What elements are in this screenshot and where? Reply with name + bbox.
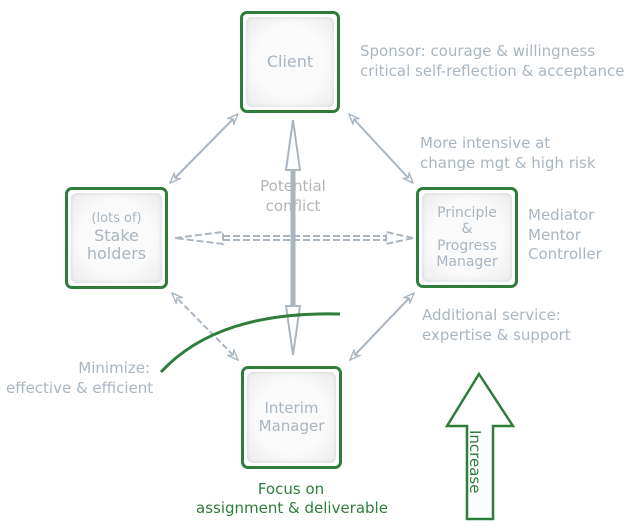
additional-service-annotation: Additional service: expertise & support xyxy=(422,306,571,346)
increase-label: Increase xyxy=(466,430,484,494)
minimize-annotation: Minimize: effective & efficient xyxy=(6,359,154,399)
node-stakeholders-label-3: holders xyxy=(86,244,147,264)
node-client[interactable]: Client xyxy=(240,11,340,113)
additional-line-2: expertise & support xyxy=(422,325,571,344)
node-principle-label-2: & xyxy=(461,221,473,238)
connector-principle-interim xyxy=(350,293,414,360)
connector-stakeholders-interim xyxy=(172,293,238,360)
node-stakeholders[interactable]: (lots of) Stake holders xyxy=(65,187,168,289)
intensive-annotation: More intensive at change mgt & high risk xyxy=(420,134,596,174)
connector-client-principle xyxy=(349,114,413,183)
node-principle-manager[interactable]: Principle & Progress Manager xyxy=(416,187,518,288)
connector-client-interim xyxy=(284,119,302,356)
intensive-line-1: More intensive at xyxy=(420,134,551,152)
minimize-line-2: effective & efficient xyxy=(6,378,154,397)
minimize-curve xyxy=(159,312,341,374)
role-controller: Controller xyxy=(528,245,602,263)
role-mediator: Mediator xyxy=(528,206,595,224)
node-client-label: Client xyxy=(266,51,314,71)
node-principle-label-1: Principle xyxy=(437,205,497,222)
roles-annotation: Mediator Mentor Controller xyxy=(528,206,602,265)
node-interim-label-2: Manager xyxy=(258,416,325,435)
node-interim-label-1: Interim xyxy=(264,399,319,418)
sponsor-line-2: critical self-reflection & acceptance xyxy=(360,61,625,80)
focus-line-2: assignment & deliverable xyxy=(196,498,388,517)
intensive-line-2: change mgt & high risk xyxy=(420,153,596,172)
connector-stakeholders-principle xyxy=(174,230,414,246)
connector-client-stakeholders xyxy=(170,114,238,183)
node-principle-label-4: Manager xyxy=(436,253,498,270)
increase-arrow-icon xyxy=(444,371,516,521)
sponsor-annotation: Sponsor: courage & willingness critical … xyxy=(360,42,625,82)
minimize-line-1: Minimize: xyxy=(78,359,150,377)
sponsor-line-1: Sponsor: courage & willingness xyxy=(360,42,596,60)
focus-annotation: Focus on assignment & deliverable xyxy=(196,480,388,518)
role-mentor: Mentor xyxy=(528,225,581,244)
node-interim-manager[interactable]: Interim Manager xyxy=(241,366,342,469)
conflict-line-2: conflict xyxy=(265,196,321,215)
node-stakeholders-label-1: (lots of) xyxy=(91,211,142,227)
potential-conflict-label: Potential conflict xyxy=(248,177,338,217)
focus-line-1: Focus on xyxy=(257,480,325,498)
node-principle-label-3: Progress xyxy=(437,237,497,254)
conflict-line-1: Potential xyxy=(260,177,326,195)
additional-line-1: Additional service: xyxy=(422,306,561,324)
node-stakeholders-label-2: Stake xyxy=(94,226,139,246)
